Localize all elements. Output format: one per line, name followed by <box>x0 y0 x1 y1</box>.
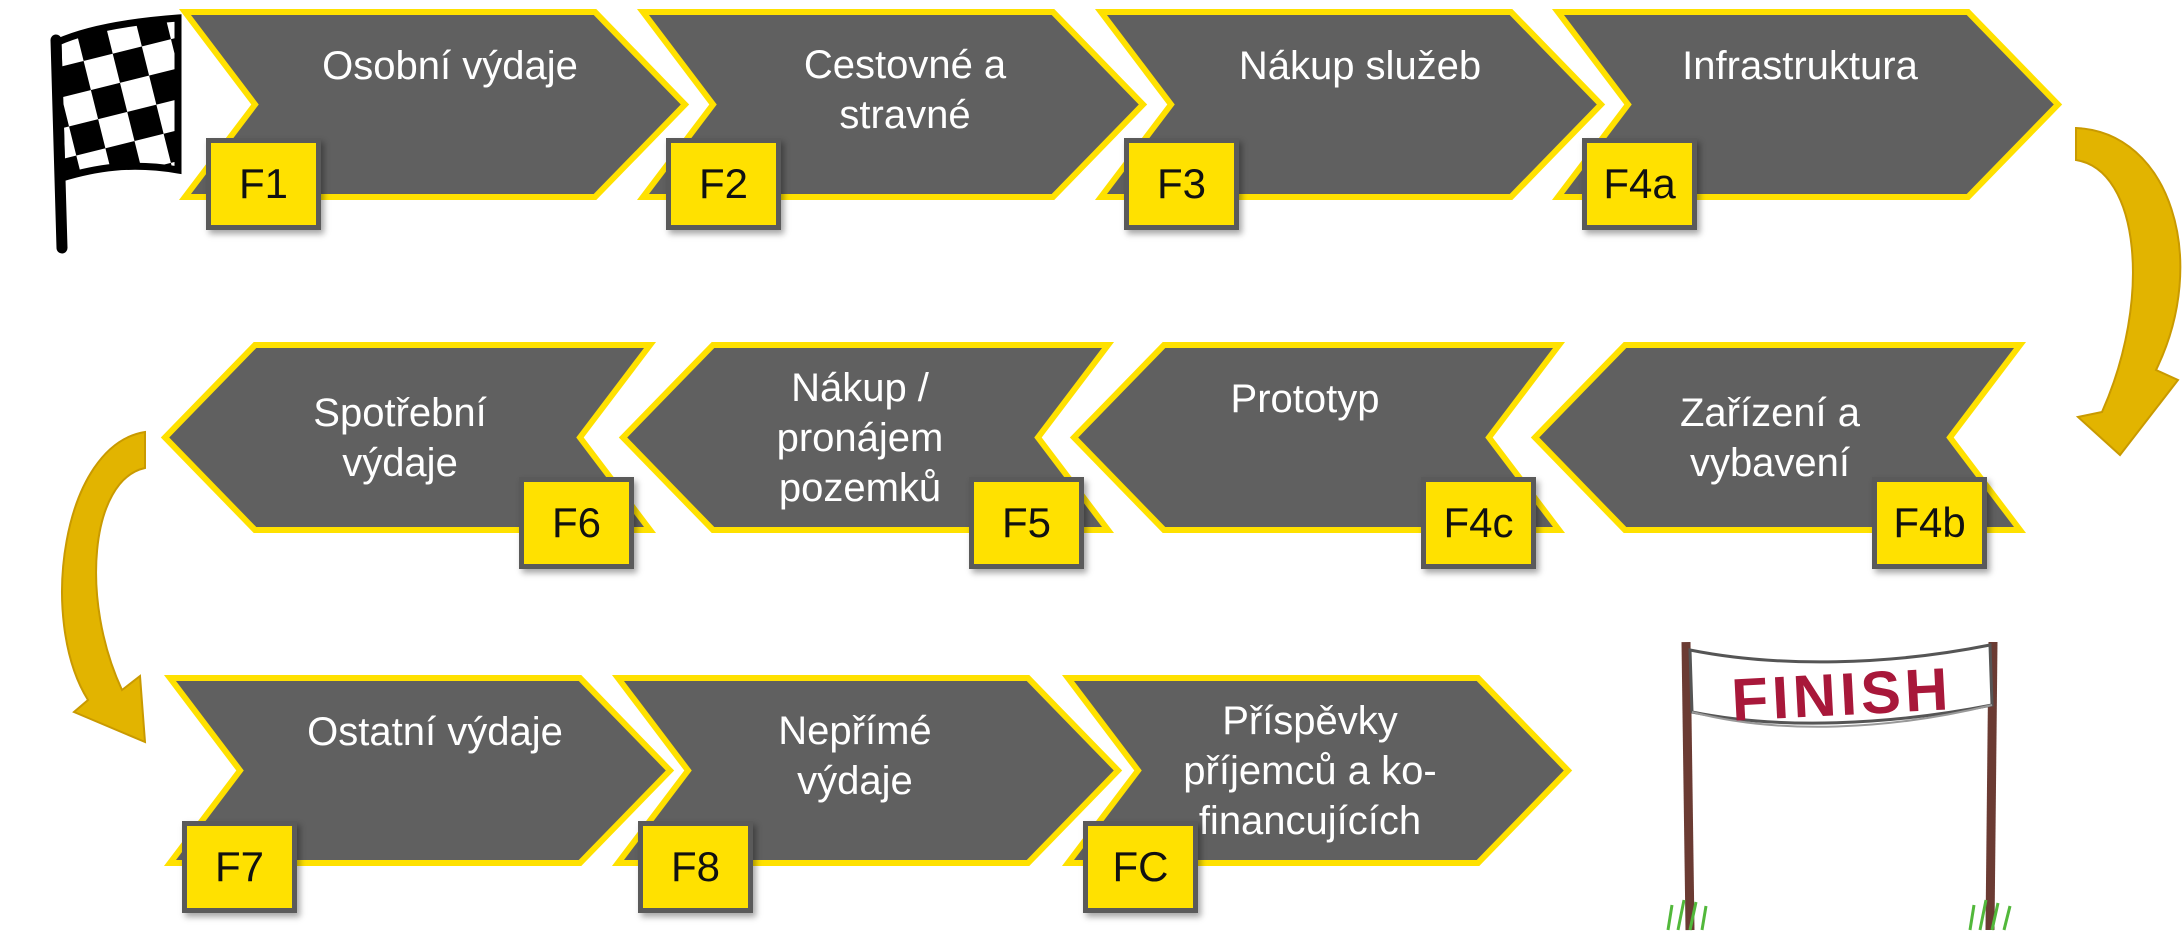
chevron-step-f8 <box>611 675 1123 866</box>
curved-arrow-icon <box>2075 126 2182 457</box>
finish-line-banner-icon <box>1666 641 2012 931</box>
step-code-f5: F5 <box>969 477 1084 569</box>
step-code-f4c: F4c <box>1421 477 1536 569</box>
step-label-f8: Nepřímé výdaje <box>778 708 932 803</box>
chevron-step-fc <box>1061 675 1573 866</box>
step-code-f7: F7 <box>182 821 297 913</box>
step-code-f2: F2 <box>666 138 781 230</box>
step-code-f6: F6 <box>519 477 634 569</box>
step-label-f3: Nákup služeb <box>1238 43 1482 88</box>
step-label-f1: Osobní výdaje <box>322 43 578 88</box>
step-label-f2: Cestovné a stravné <box>803 42 1007 137</box>
step-code-f4a: F4a <box>1582 138 1697 230</box>
step-label-f4c: Prototyp <box>1230 376 1380 421</box>
step-label-f4b: Zařízení a vybavení <box>1679 390 1861 485</box>
step-label-f7: Ostatní výdaje <box>307 709 563 754</box>
step-label-f6: Spotřební výdaje <box>313 390 487 485</box>
step-code-f1: F1 <box>206 138 321 230</box>
curved-arrow-icon <box>61 430 147 744</box>
step-code-fc: FC <box>1083 821 1198 913</box>
chevron-group <box>160 9 2063 866</box>
finish-banner-text: FINISH <box>1730 655 1954 733</box>
step-label-f4a: Infrastruktura <box>1682 43 1918 88</box>
step-label-fc: Příspěvky příjemců a ko- financujících <box>1183 698 1437 843</box>
chevron-step-f7 <box>163 675 675 866</box>
checkered-flag-icon <box>50 14 182 254</box>
step-code-f4b: F4b <box>1872 477 1987 569</box>
step-code-f8: F8 <box>638 821 753 913</box>
step-label-f5: Nákup / pronájem pozemků <box>776 365 944 510</box>
step-code-f3: F3 <box>1124 138 1239 230</box>
